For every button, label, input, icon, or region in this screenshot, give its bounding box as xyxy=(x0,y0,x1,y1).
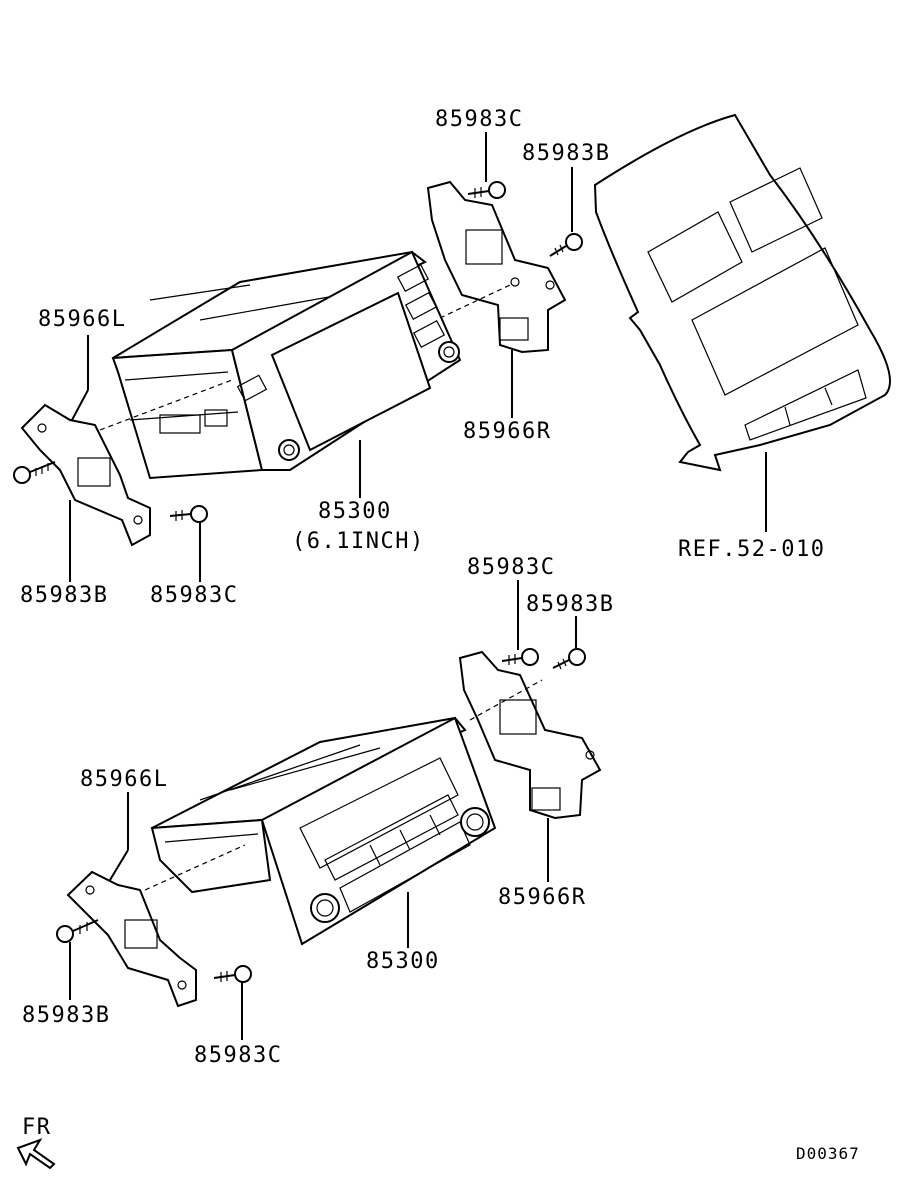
label-bracket-right-top: 85966R xyxy=(463,419,552,444)
label-screw-c-top-right: 85983C xyxy=(435,107,524,132)
screw-c-top-left xyxy=(169,505,208,523)
bracket-left-top xyxy=(20,403,151,547)
label-panel-ref: REF.52-010 xyxy=(678,537,826,562)
alignment-line xyxy=(439,284,511,319)
head-unit-audio xyxy=(150,716,497,946)
label-bracket-right-bottom: 85966R xyxy=(498,885,587,910)
screw-b-bottom-right xyxy=(552,648,586,670)
screw-c-bottom-right xyxy=(501,648,539,666)
bracket-right-bottom xyxy=(458,650,602,820)
label-screw-b-bottom-right: 85983B xyxy=(526,592,615,617)
label-unit-bottom: 85300 xyxy=(366,949,440,974)
label-bracket-left-bottom: 85966L xyxy=(80,767,169,792)
screw-b-top-left xyxy=(13,461,56,484)
label-screw-c-top-left: 85983C xyxy=(150,583,239,608)
label-screw-b-top-right: 85983B xyxy=(522,141,611,166)
label-screw-b-top-left: 85983B xyxy=(20,583,109,608)
dash-panel xyxy=(593,113,891,472)
head-unit-navigation xyxy=(111,250,462,480)
bracket-right-top xyxy=(426,180,567,354)
screw-b-bottom-left xyxy=(56,919,99,943)
leader-lines xyxy=(69,132,767,1040)
screw-c-top-right xyxy=(467,181,506,199)
label-screw-b-bottom-left: 85983B xyxy=(22,1003,111,1028)
label-unit-top: 85300 xyxy=(318,499,392,524)
label-bracket-left-top: 85966L xyxy=(38,307,127,332)
front-arrow-icon xyxy=(16,1138,56,1170)
label-screw-c-bottom-left: 85983C xyxy=(194,1043,283,1068)
diagram-code: D00367 xyxy=(796,1144,860,1163)
label-screw-c-bottom-right: 85983C xyxy=(467,555,556,580)
alignment-line xyxy=(99,379,233,431)
screw-c-bottom-left xyxy=(213,965,252,983)
label-unit-size: (6.1INCH) xyxy=(292,529,425,554)
bracket-left-bottom xyxy=(66,870,197,1008)
alignment-line xyxy=(144,844,246,891)
screw-b-top-right xyxy=(549,233,583,257)
orientation-label: FR xyxy=(22,1115,52,1140)
alignment-line xyxy=(469,679,543,721)
